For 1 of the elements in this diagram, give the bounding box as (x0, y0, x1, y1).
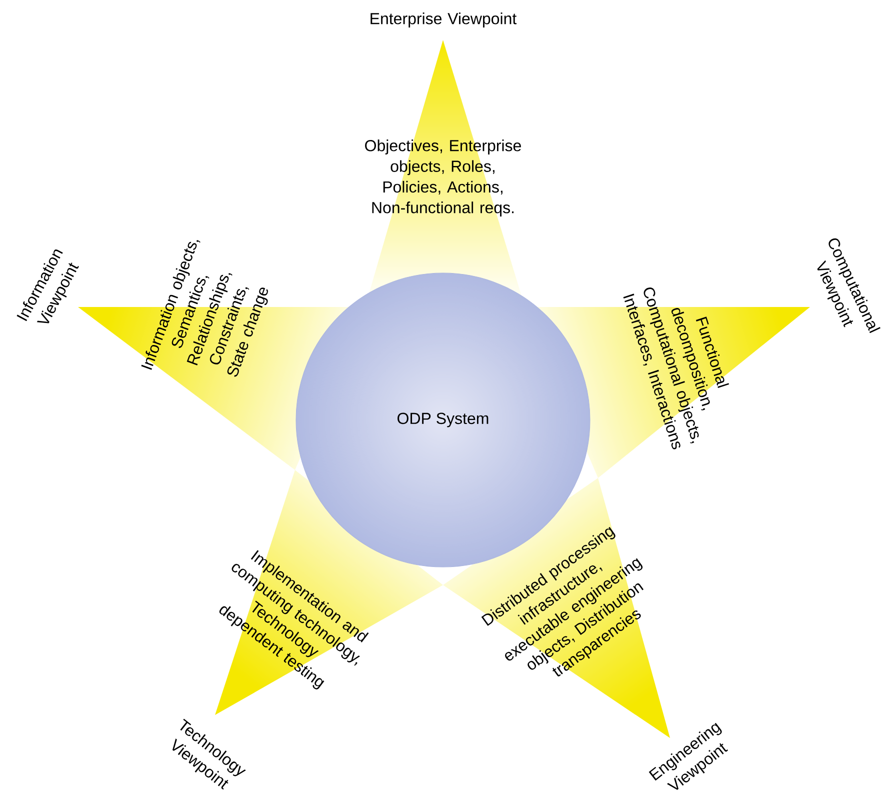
viewpoint-label: Enterprise Viewpoint (370, 12, 517, 28)
